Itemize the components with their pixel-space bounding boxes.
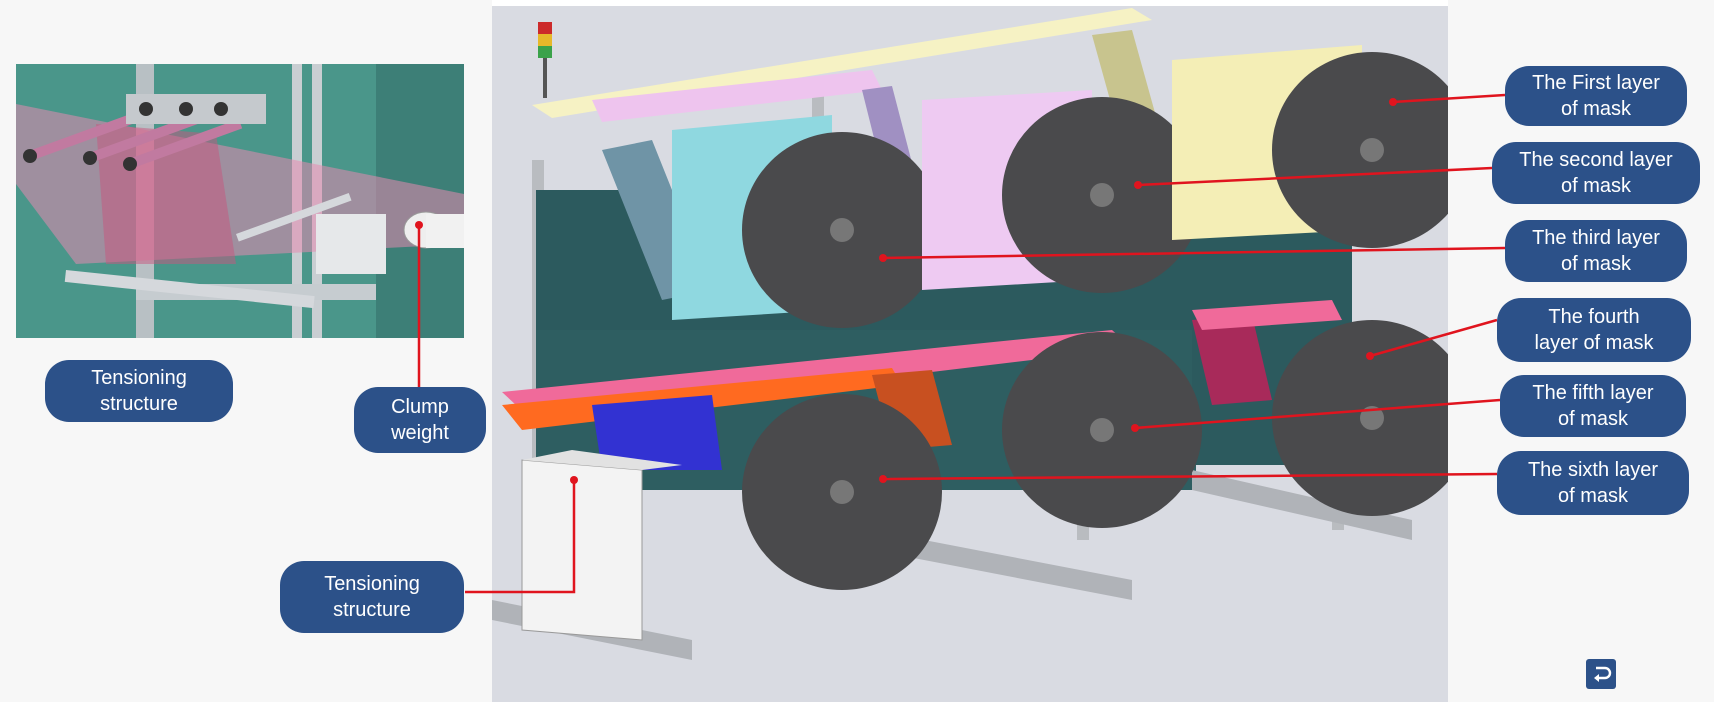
first-layer-label: The First layer of mask xyxy=(1505,66,1687,126)
tensioning-inset-render xyxy=(16,64,464,338)
fifth-layer-label: The fifth layer of mask xyxy=(1500,375,1686,437)
second-layer-label: The second layer of mask xyxy=(1492,142,1700,204)
return-arrow-icon xyxy=(1594,666,1612,682)
mask-machine-render xyxy=(492,0,1448,702)
clump-weight-label: Clump weight xyxy=(354,387,486,453)
back-button[interactable] xyxy=(1586,659,1616,689)
tensioning-structure-main-label: Tensioning structure xyxy=(280,561,464,633)
third-layer-label: The third layer of mask xyxy=(1505,220,1687,282)
tensioning-structure-inset-label: Tensioning structure xyxy=(45,360,233,422)
sixth-layer-label: The sixth layer of mask xyxy=(1497,451,1689,515)
fourth-layer-label: The fourth layer of mask xyxy=(1497,298,1691,362)
